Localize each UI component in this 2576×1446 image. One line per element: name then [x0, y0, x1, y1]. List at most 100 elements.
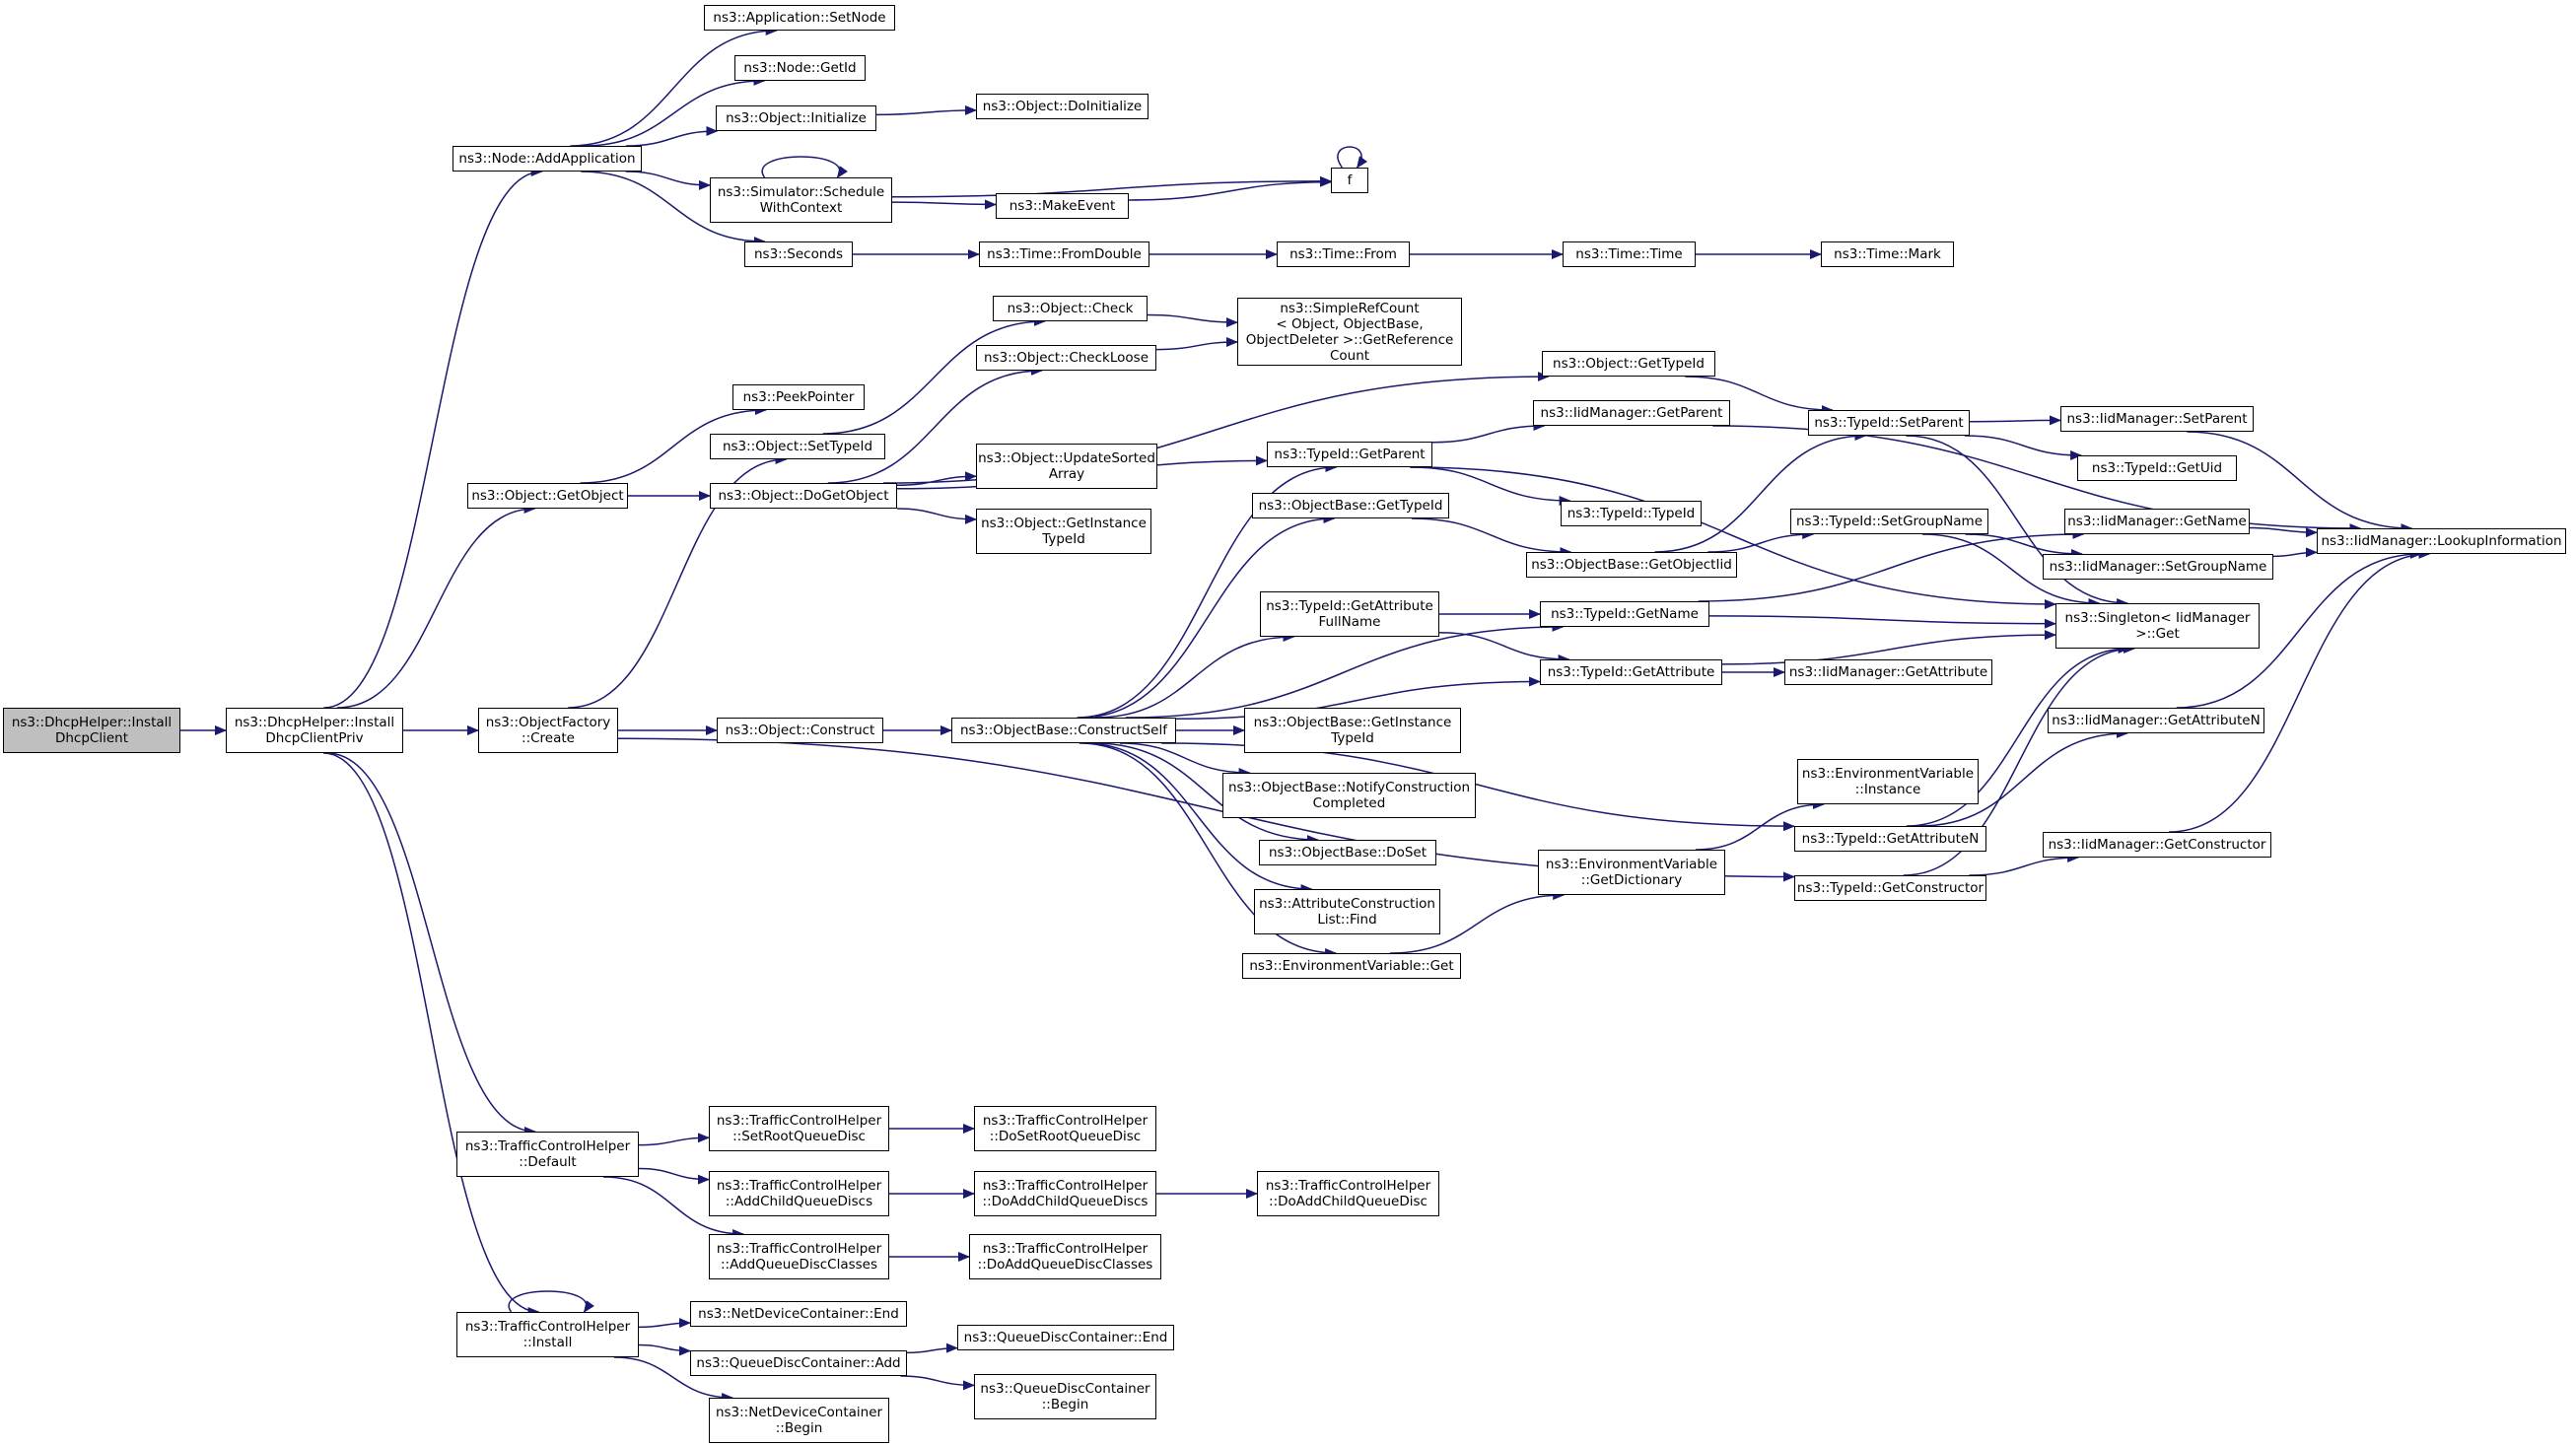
- node-iid-lookup[interactable]: ns3::IidManager::LookupInformation: [2317, 528, 2566, 554]
- node-obj-construct[interactable]: ns3::Object::Construct: [717, 718, 883, 743]
- node-iid-getattrn[interactable]: ns3::IidManager::GetAttributeN: [2048, 708, 2264, 733]
- node-iid-setgroupname[interactable]: ns3::IidManager::SetGroupName: [2043, 554, 2273, 580]
- node-typeid-getparent[interactable]: ns3::TypeId::GetParent: [1267, 442, 1432, 467]
- node-tch-setroot[interactable]: ns3::TrafficControlHelper::SetRootQueueD…: [709, 1106, 889, 1151]
- node-time-from[interactable]: ns3::Time::From: [1277, 241, 1410, 267]
- node-obj-init[interactable]: ns3::Object::Initialize: [716, 105, 876, 131]
- node-obj-check[interactable]: ns3::Object::Check: [993, 296, 1148, 321]
- node-typeid-getattr[interactable]: ns3::TypeId::GetAttribute: [1540, 659, 1722, 685]
- node-tch-doaddclasses[interactable]: ns3::TrafficControlHelper::DoAddQueueDis…: [969, 1234, 1161, 1279]
- node-iid-getattr[interactable]: ns3::IidManager::GetAttribute: [1784, 659, 1992, 685]
- node-tch-default[interactable]: ns3::TrafficControlHelper::Default: [456, 1132, 639, 1177]
- node-label-line: FullName: [1318, 614, 1381, 630]
- node-time-fromdouble[interactable]: ns3::Time::FromDouble: [979, 241, 1149, 267]
- node-factory[interactable]: ns3::ObjectFactory::Create: [478, 708, 618, 753]
- node-dogetobject[interactable]: ns3::Object::DoGetObject: [710, 483, 897, 509]
- node-label-line: ns3::PeekPointer: [742, 389, 855, 405]
- node-seconds[interactable]: ns3::Seconds: [744, 241, 853, 267]
- node-typeid-getname[interactable]: ns3::TypeId::GetName: [1540, 601, 1709, 627]
- node-obj-gettypeid[interactable]: ns3::Object::GetTypeId: [1542, 351, 1715, 377]
- node-env-getdict[interactable]: ns3::EnvironmentVariable::GetDictionary: [1538, 850, 1725, 895]
- edge-obj_check-to-simplerefcount: [1147, 313, 1238, 328]
- node-getobject[interactable]: ns3::Object::GetObject: [467, 483, 628, 509]
- node-label-line: ns3::IidManager::GetAttribute: [1788, 664, 1988, 680]
- node-ndc-end[interactable]: ns3::NetDeviceContainer::End: [690, 1301, 907, 1327]
- node-singleton[interactable]: ns3::Singleton< IidManager >::Get: [2055, 603, 2260, 649]
- node-label-line: ns3::IidManager::GetConstructor: [2048, 837, 2266, 853]
- node-label-line: ns3::Object::GetInstance: [981, 516, 1147, 531]
- node-typeid-getctor[interactable]: ns3::TypeId::GetConstructor: [1794, 875, 1986, 901]
- node-iid-getctor[interactable]: ns3::IidManager::GetConstructor: [2043, 832, 2271, 858]
- node-obj-checkloose[interactable]: ns3::Object::CheckLoose: [976, 345, 1156, 371]
- node-tch-doaddchildren[interactable]: ns3::TrafficControlHelper::DoAddChildQue…: [974, 1171, 1156, 1216]
- edge-typeid_setparent-to-iid_setparent: [1969, 415, 2061, 426]
- node-qdc-begin[interactable]: ns3::QueueDiscContainer::Begin: [974, 1374, 1156, 1419]
- edge-tch_install-to-ndc_begin: [613, 1356, 734, 1403]
- edge-env_get-to-env_getdict: [1389, 890, 1566, 954]
- node-qdc-end[interactable]: ns3::QueueDiscContainer::End: [957, 1325, 1174, 1350]
- node-label-line: ns3::TypeId::GetParent: [1274, 447, 1426, 462]
- node-label-line: ns3::ObjectBase::DoSet: [1268, 845, 1427, 861]
- node-ob-doset[interactable]: ns3::ObjectBase::DoSet: [1259, 840, 1436, 865]
- node-iid-getname[interactable]: ns3::IidManager::GetName: [2064, 509, 2250, 534]
- node-qdc-add[interactable]: ns3::QueueDiscContainer::Add: [690, 1350, 907, 1376]
- edge-addapp-to-seconds: [581, 171, 766, 246]
- node-label-line: ns3::MakeEvent: [1009, 198, 1116, 214]
- node-makeevent[interactable]: ns3::MakeEvent: [996, 193, 1129, 219]
- edge-iid_getname-to-iid_lookup: [2249, 526, 2318, 538]
- node-addapp[interactable]: ns3::Node::AddApplication: [453, 146, 642, 172]
- node-tch-doaddchild[interactable]: ns3::TrafficControlHelper::DoAddChildQue…: [1257, 1171, 1439, 1216]
- node-time-time[interactable]: ns3::Time::Time: [1563, 241, 1696, 267]
- node-ndc-begin[interactable]: ns3::NetDeviceContainer::Begin: [709, 1398, 889, 1443]
- edge-makeevent-to-f: [1128, 176, 1332, 201]
- node-typeid-getattrn[interactable]: ns3::TypeId::GetAttributeN: [1794, 826, 1986, 852]
- node-peekpointer[interactable]: ns3::PeekPointer: [732, 384, 865, 410]
- node-typeid-typeid[interactable]: ns3::TypeId::TypeId: [1561, 501, 1702, 526]
- node-typeid-getuid[interactable]: ns3::TypeId::GetUid: [2077, 455, 2237, 481]
- edge-ob_constructself-to-attrlist_find: [1083, 742, 1313, 894]
- node-ob-gettypeid[interactable]: ns3::ObjectBase::GetTypeId: [1252, 493, 1449, 518]
- node-label-line: ns3::ObjectBase::GetTypeId: [1258, 498, 1443, 514]
- node-label-line: ns3::Application::SetNode: [713, 10, 886, 26]
- node-ob-getobjectiid[interactable]: ns3::ObjectBase::GetObjectIid: [1526, 552, 1737, 578]
- node-tch-dosetroot[interactable]: ns3::TrafficControlHelper::DoSetRootQueu…: [974, 1106, 1156, 1151]
- node-iid-getparent[interactable]: ns3::IidManager::GetParent: [1533, 400, 1730, 426]
- node-label-line: ns3::TrafficControlHelper: [982, 1241, 1149, 1257]
- node-label-line: ::DoAddQueueDiscClasses: [977, 1257, 1153, 1273]
- node-typeid-setparent[interactable]: ns3::TypeId::SetParent: [1808, 410, 1970, 436]
- node-env-instance[interactable]: ns3::EnvironmentVariable::Instance: [1797, 759, 1979, 804]
- node-simplerefcount[interactable]: ns3::SimpleRefCount< Object, ObjectBase,…: [1237, 298, 1462, 366]
- node-env-get[interactable]: ns3::EnvironmentVariable::Get: [1242, 953, 1461, 979]
- edge-typeid_getattr-to-singleton: [1721, 630, 2056, 665]
- edge-iid_setparent-to-iid_lookup: [2187, 431, 2413, 533]
- edge-getobject-to-peekpointer: [580, 405, 767, 484]
- node-settypeid[interactable]: ns3::Object::SetTypeId: [710, 434, 885, 459]
- node-tch-install[interactable]: ns3::TrafficControlHelper::Install: [456, 1312, 639, 1357]
- edge-iid_getctor-to-iid_lookup: [2169, 549, 2431, 833]
- node-label-line: ::DoSetRootQueueDisc: [989, 1129, 1142, 1144]
- node-label-line: ns3::Object::SetTypeId: [722, 439, 873, 454]
- edge-tch_default-to-tch_setroot: [638, 1133, 710, 1146]
- node-iid-setparent[interactable]: ns3::IidManager::SetParent: [2060, 406, 2254, 432]
- node-tch-addclasses[interactable]: ns3::TrafficControlHelper::AddQueueDiscC…: [709, 1234, 889, 1279]
- node-obj-doinit[interactable]: ns3::Object::DoInitialize: [976, 94, 1149, 119]
- node-label-line: ns3::QueueDiscContainer::End: [963, 1330, 1168, 1345]
- node-time-mark[interactable]: ns3::Time::Mark: [1821, 241, 1954, 267]
- node-node-getid[interactable]: ns3::Node::GetId: [734, 55, 866, 81]
- node-typeid-setgroupname[interactable]: ns3::TypeId::SetGroupName: [1790, 509, 1988, 534]
- node-f[interactable]: f: [1331, 168, 1368, 193]
- node-label-line: ns3::TypeId::GetAttribute: [1547, 664, 1715, 680]
- node-app-setnode[interactable]: ns3::Application::SetNode: [704, 5, 895, 31]
- node-label-line: ns3::Object::GetTypeId: [1553, 356, 1705, 372]
- node-tch-addchild[interactable]: ns3::TrafficControlHelper::AddChildQueue…: [709, 1171, 889, 1216]
- node-ob-constructself[interactable]: ns3::ObjectBase::ConstructSelf: [951, 718, 1176, 743]
